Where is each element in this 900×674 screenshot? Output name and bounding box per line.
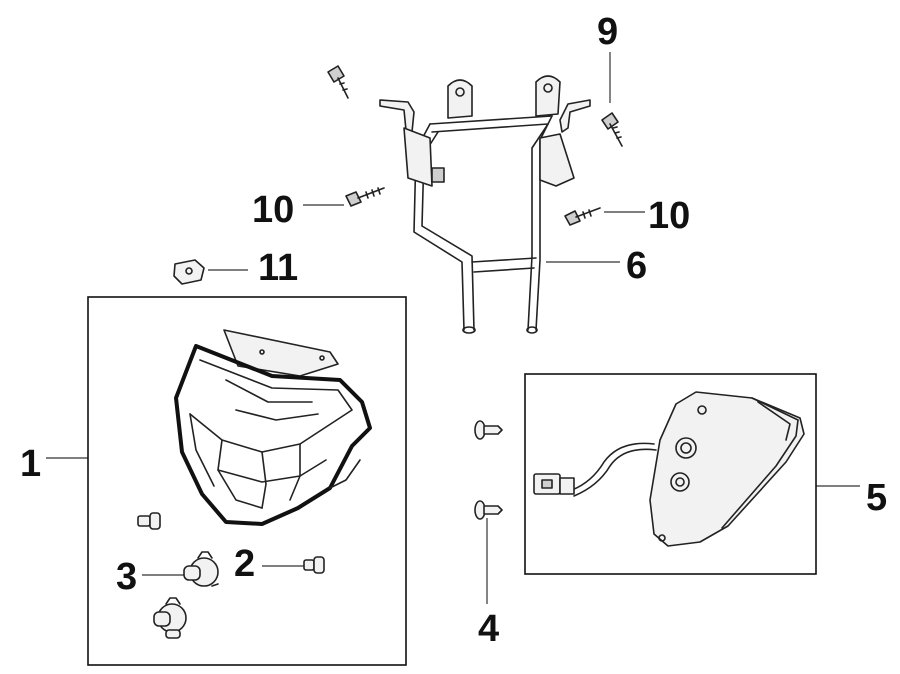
callout-11: 11 <box>258 247 298 289</box>
callout-1: 1 <box>20 443 41 485</box>
clip-nut-part-11 <box>173 259 205 285</box>
callout-10-left: 10 <box>252 189 294 231</box>
callout-6: 6 <box>626 245 647 287</box>
screw-part-10-left <box>345 187 385 207</box>
callout-10-right: 10 <box>648 195 690 237</box>
small-bulb <box>137 512 161 530</box>
headlight-bulb-part-3 <box>183 551 219 587</box>
callout-3: 3 <box>116 556 137 598</box>
screw-part-9 <box>601 112 623 147</box>
headlight-bulb-lower <box>153 597 187 639</box>
callout-4: 4 <box>478 608 499 650</box>
callout-2: 2 <box>234 543 255 585</box>
turn-indicator-part-5 <box>533 391 805 547</box>
push-rivet-part-4-lower <box>474 500 503 520</box>
push-rivet-part-4-upper <box>474 420 503 440</box>
callout-9: 9 <box>597 11 618 53</box>
headlight-bracket-part-6 <box>379 75 591 334</box>
bulb-part-2 <box>303 556 325 574</box>
indicator-group-frame <box>524 373 817 575</box>
headlight-group-frame <box>87 296 407 666</box>
screw-top-left <box>327 65 349 99</box>
callout-5: 5 <box>866 477 887 519</box>
headlight-assembly-part-1 <box>174 329 372 526</box>
screw-part-10-right <box>564 207 601 226</box>
